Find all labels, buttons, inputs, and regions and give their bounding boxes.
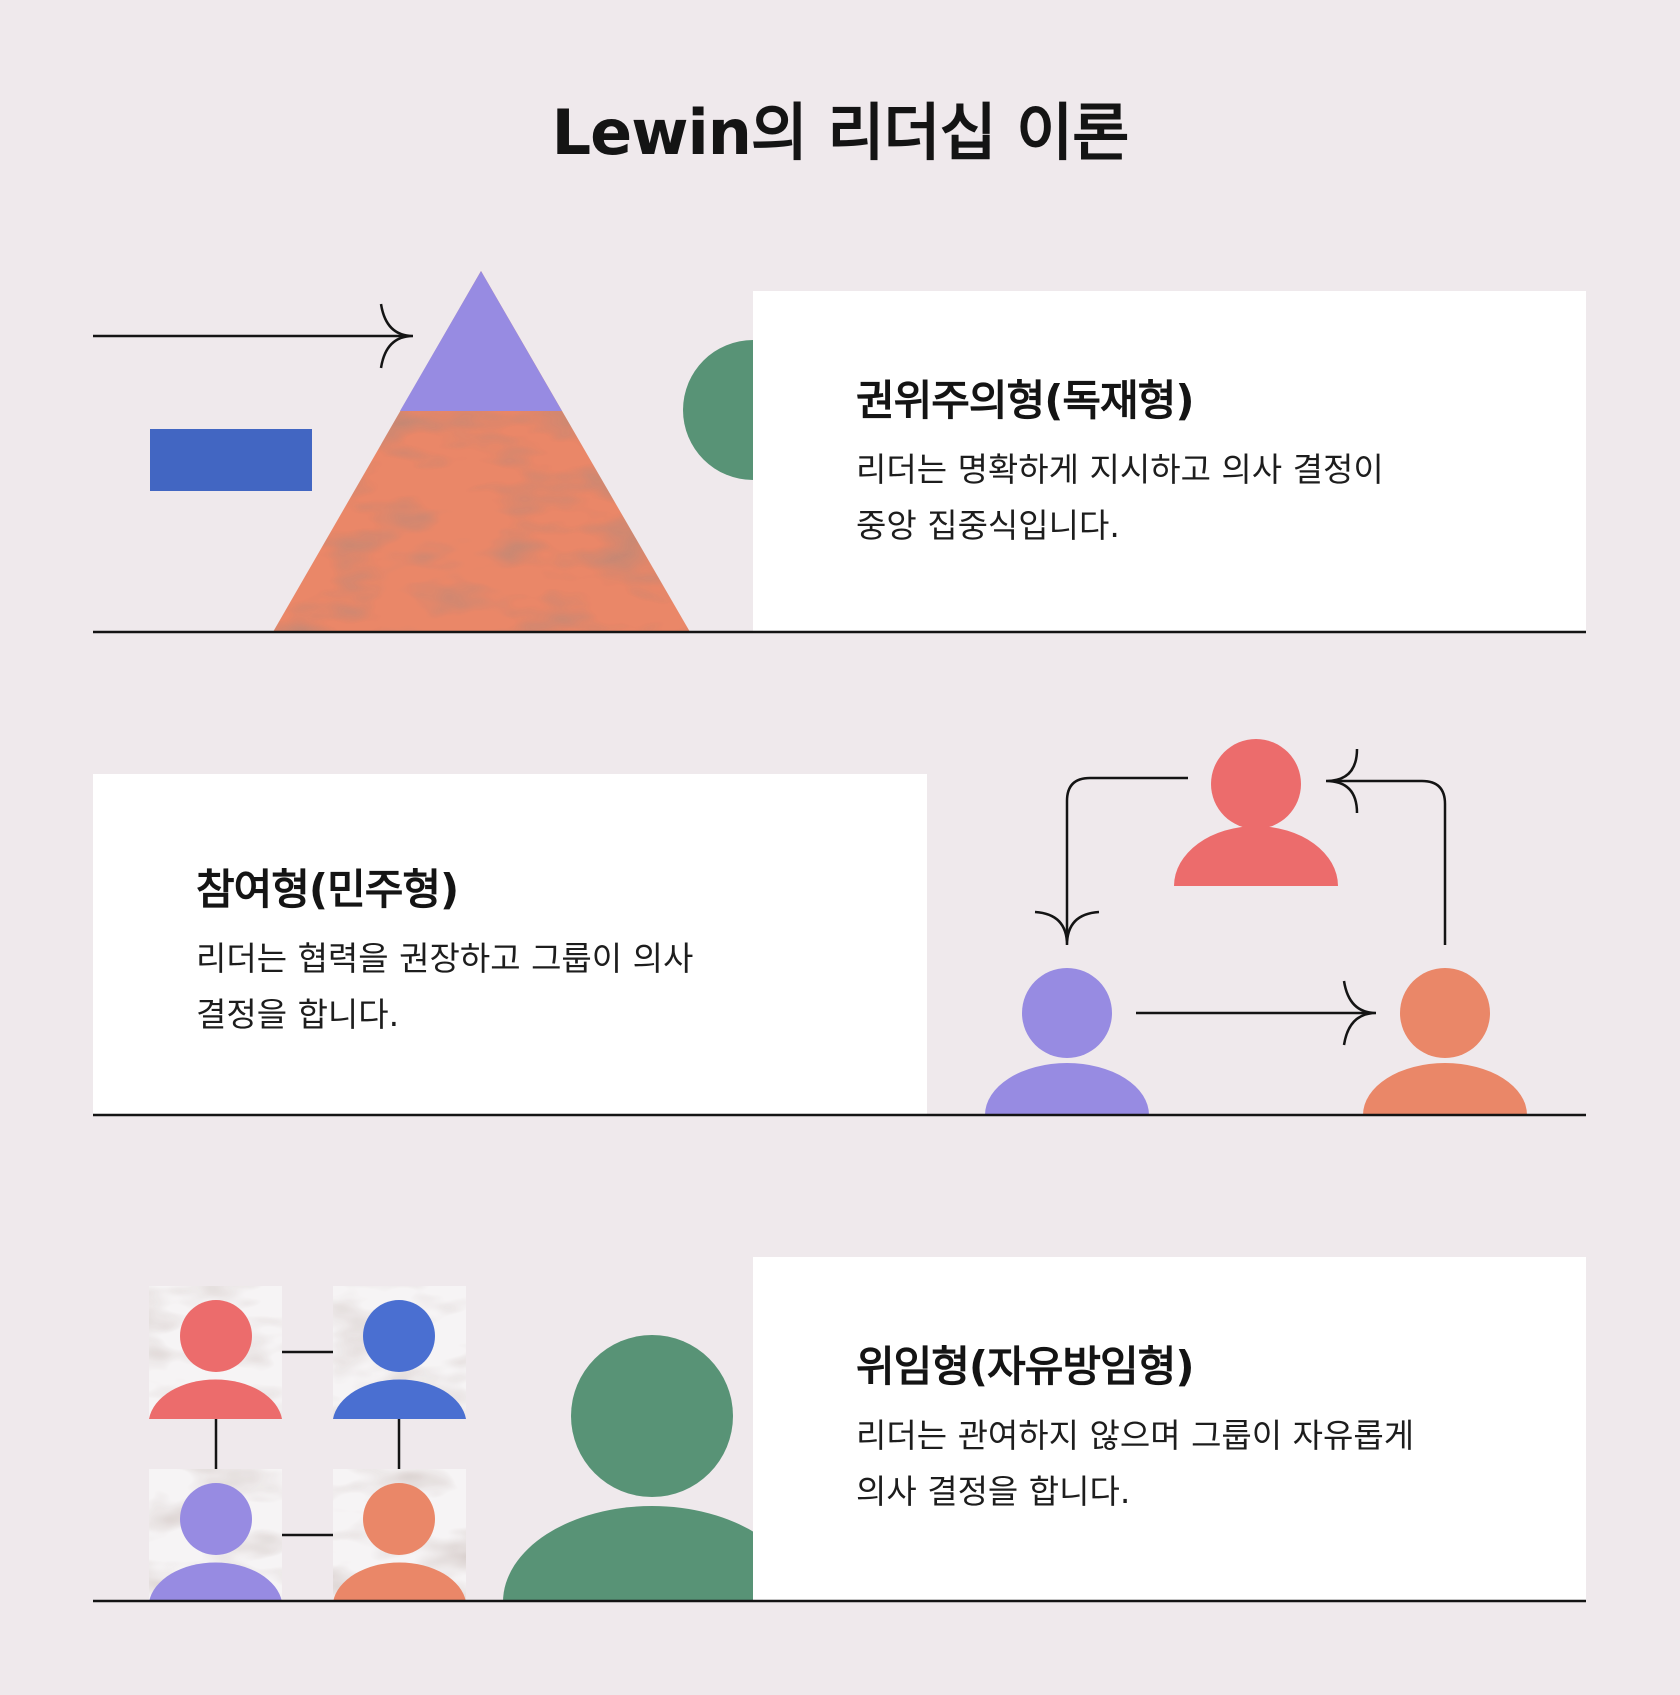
arrow-down-icon-line	[1065, 776, 1188, 935]
card-description: 리더는 관여하지 않으며 그룹이 자유롭게 의사 결정을 합니다.	[856, 1408, 1586, 1520]
page-title: Lewin의 리더십 이론	[551, 96, 1130, 169]
person-icon-blue	[333, 1300, 466, 1419]
arrow-right-icon-head	[379, 303, 414, 369]
description-line: 중앙 집중식입니다.	[856, 506, 1120, 545]
description-line: 리더는 관여하지 않으며 그룹이 자유롭게	[856, 1416, 1415, 1455]
card-authoritarian: 권위주의형(독재형) 리더는 명확하게 지시하고 의사 결정이 중앙 집중식입니…	[753, 291, 1586, 632]
section-authoritarian-illustration	[93, 271, 823, 632]
description-line: 리더는 협력을 권장하고 그룹이 의사	[196, 939, 694, 978]
card-title: 참여형(민주형)	[196, 865, 459, 914]
description-line: 의사 결정을 합니다.	[856, 1472, 1131, 1511]
person-icon-salmon	[333, 1483, 466, 1602]
arrow-left-icon-line	[1333, 779, 1447, 945]
section-participative-illustration	[985, 739, 1527, 1115]
card-participative: 참여형(민주형) 리더는 협력을 권장하고 그룹이 의사 결정을 합니다.	[93, 774, 927, 1115]
person-icon-large-green	[503, 1335, 801, 1602]
person-icon-member-right	[1363, 968, 1527, 1115]
card-delegative: 위임형(자유방임형) 리더는 관여하지 않으며 그룹이 자유롭게 의사 결정을 …	[753, 1257, 1586, 1600]
card-description: 리더는 협력을 권장하고 그룹이 의사 결정을 합니다.	[196, 931, 927, 1043]
pyramid-top	[400, 271, 562, 411]
blue-rectangle	[150, 429, 312, 491]
card-title: 위임형(자유방임형)	[856, 1342, 1195, 1391]
description-line: 리더는 명확하게 지시하고 의사 결정이	[856, 450, 1384, 489]
person-icon-lavender	[149, 1483, 282, 1602]
person-icon-member-left	[985, 968, 1149, 1115]
person-icon-leader	[1174, 739, 1338, 886]
arrow-right-icon	[1342, 980, 1377, 1046]
person-icon-coral	[149, 1300, 282, 1419]
arrow-down-icon	[1034, 910, 1100, 946]
description-line: 결정을 합니다.	[196, 995, 400, 1034]
card-description: 리더는 명확하게 지시하고 의사 결정이 중앙 집중식입니다.	[856, 442, 1586, 554]
card-title: 권위주의형(독재형)	[856, 376, 1195, 425]
section-delegative-illustration	[149, 1286, 801, 1602]
pyramid	[273, 271, 690, 632]
arrow-left-icon	[1325, 748, 1359, 814]
